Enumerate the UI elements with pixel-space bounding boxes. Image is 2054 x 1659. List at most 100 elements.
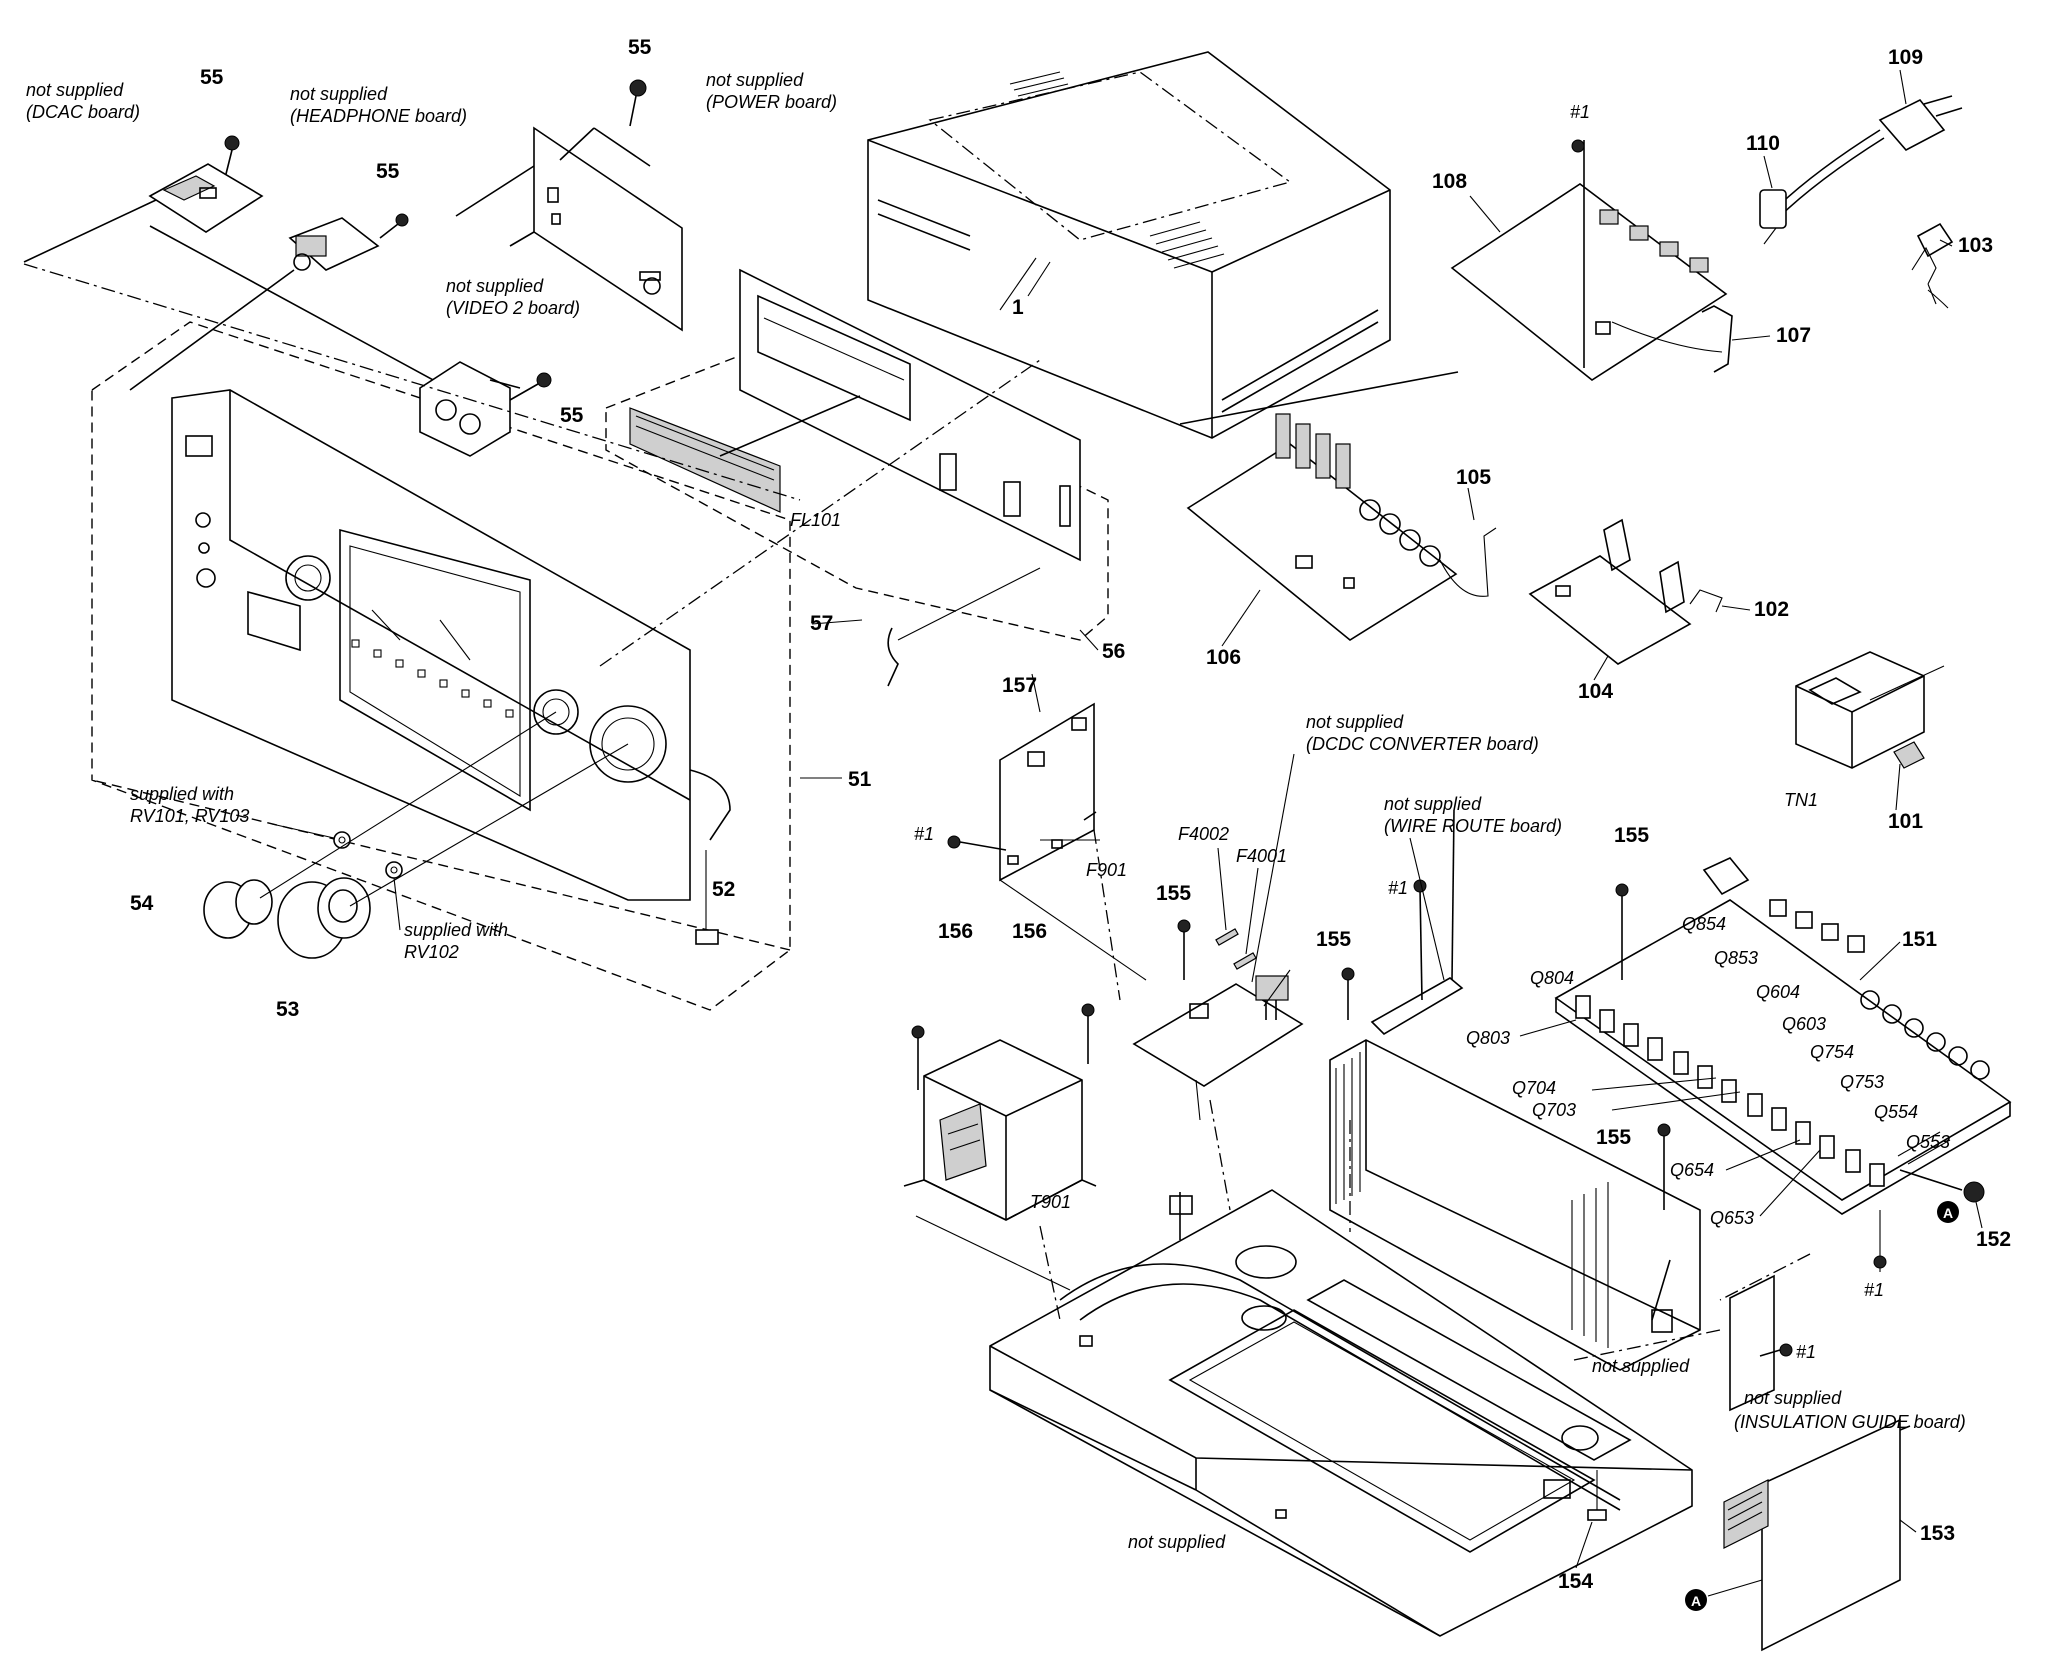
label-156-b: 156 <box>1012 920 1047 943</box>
note-headphone-1: not supplied <box>290 84 388 104</box>
note-video2-1: not supplied <box>446 276 544 296</box>
fl101-tube <box>629 407 781 513</box>
washer-rv101 <box>333 831 351 849</box>
board-104 <box>1528 518 1723 665</box>
label-151: 151 <box>1902 928 1937 951</box>
note-power-1: not supplied <box>706 70 804 90</box>
label-55-video2: 55 <box>560 404 584 427</box>
power-board <box>455 79 683 332</box>
speaker-terminals <box>1769 899 1990 1080</box>
dcac-board <box>23 135 471 401</box>
ref-screw-1-top: #1 <box>1570 102 1590 122</box>
label-55-headphone: 55 <box>376 160 400 183</box>
label-103: 103 <box>1958 234 1993 257</box>
marker-a-153 <box>1685 1589 1707 1611</box>
note-dcac-1: not supplied <box>26 80 124 100</box>
ref-q553: Q553 <box>1906 1132 1950 1152</box>
ref-q654: Q654 <box>1670 1160 1714 1180</box>
marker-a-amp-text: A <box>1943 1205 1953 1221</box>
ref-q653: Q653 <box>1710 1208 1754 1228</box>
transformer-t901 <box>903 1003 1097 1291</box>
ref-fl101: FL101 <box>790 510 841 530</box>
label-55-dcac: 55 <box>200 66 224 89</box>
marker-a-amp <box>1937 1201 1959 1223</box>
note-insul-2: (INSULATION GUIDE board) <box>1734 1412 1966 1432</box>
label-153: 153 <box>1920 1522 1955 1545</box>
label-155-b: 155 <box>1316 928 1351 951</box>
label-51: 51 <box>848 768 872 791</box>
note-chassis: not supplied <box>1128 1532 1226 1552</box>
label-107: 107 <box>1776 324 1811 347</box>
note-rv101-2: RV101, RV103 <box>130 806 249 826</box>
video2-board <box>419 361 552 457</box>
part-52-pad <box>695 929 719 945</box>
note-labels: not supplied (DCAC board) not supplied (… <box>26 70 1966 1552</box>
ref-q754: Q754 <box>1810 1042 1854 1062</box>
ref-q704: Q704 <box>1512 1078 1556 1098</box>
label-152: 152 <box>1976 1228 2011 1251</box>
front-panel-assembly <box>91 321 791 1011</box>
knobs <box>203 711 629 959</box>
note-rv102-2: RV102 <box>404 942 459 962</box>
ref-q853: Q853 <box>1714 948 1758 968</box>
ref-q554: Q554 <box>1874 1102 1918 1122</box>
washer-rv102 <box>385 861 403 879</box>
board-153 <box>1723 1418 1911 1652</box>
note-headphone-2: (HEADPHONE board) <box>290 106 467 126</box>
label-1: 1 <box>1012 296 1024 319</box>
ref-screw-1-insul: #1 <box>1796 1342 1816 1362</box>
dcdc-board <box>1132 928 1304 1121</box>
marker-a-153-text: A <box>1691 1593 1701 1609</box>
display-board <box>599 268 1109 687</box>
label-105: 105 <box>1456 466 1491 489</box>
tuner-tn1 <box>1795 651 1945 769</box>
label-104: 104 <box>1578 680 1613 703</box>
note-video2-2: (VIDEO 2 board) <box>446 298 580 318</box>
label-56: 56 <box>1102 640 1125 663</box>
transistor-row <box>1575 995 1885 1187</box>
label-52: 52 <box>712 878 735 901</box>
headphone-board <box>129 213 409 391</box>
note-rv101-1: supplied with <box>130 784 234 804</box>
ref-t901: T901 <box>1030 1192 1071 1212</box>
label-55-power: 55 <box>628 36 652 59</box>
power-cord <box>1759 95 1963 309</box>
label-110: 110 <box>1746 132 1780 155</box>
note-wire-1: not supplied <box>1384 794 1482 814</box>
label-157: 157 <box>1002 674 1037 697</box>
ref-screw-1-wire: #1 <box>1388 878 1408 898</box>
note-insul-1: not supplied <box>1744 1388 1842 1408</box>
front-panel-buttons <box>351 639 514 718</box>
connection-markers: A A <box>1685 1201 1959 1611</box>
board-106 <box>1179 371 1497 641</box>
ref-q753: Q753 <box>1840 1072 1884 1092</box>
ref-q804: Q804 <box>1530 968 1574 988</box>
wire-route-board <box>1370 809 1464 1036</box>
ref-screw-1-amp: #1 <box>1864 1280 1884 1300</box>
reference-labels: FL101 TN1 T901 F901 F4001 F4002 #1 #1 #1… <box>790 102 1950 1362</box>
label-155-c: 155 <box>1614 824 1649 847</box>
heat-sink <box>1329 1039 1701 1371</box>
vent-slots-top <box>1009 71 1225 269</box>
label-102: 102 <box>1754 598 1789 621</box>
amp-board-151 <box>1554 857 2012 1272</box>
part-154-foot <box>1587 1509 1607 1521</box>
part-number-labels: 1 51 52 53 54 55 55 55 55 56 57 101 102 … <box>130 36 2011 1593</box>
insulation-guide-board <box>1729 1274 1793 1412</box>
board-108 <box>1450 140 1728 381</box>
screws-155 <box>1177 139 1671 1210</box>
note-dcdc-2: (DCDC CONVERTER board) <box>1306 734 1539 754</box>
chassis <box>989 1189 1693 1637</box>
ref-q854: Q854 <box>1682 914 1726 934</box>
ref-screw-1-157: #1 <box>914 824 934 844</box>
note-dcac-2: (DCAC board) <box>26 102 140 122</box>
label-53: 53 <box>276 998 299 1021</box>
ref-f4001: F4001 <box>1236 846 1287 866</box>
ref-q604: Q604 <box>1756 982 1800 1002</box>
note-dcdc-1: not supplied <box>1306 712 1404 732</box>
ref-f901: F901 <box>1086 860 1127 880</box>
label-155-d: 155 <box>1596 1126 1631 1149</box>
ref-q603: Q603 <box>1782 1014 1826 1034</box>
label-155-a: 155 <box>1156 882 1191 905</box>
